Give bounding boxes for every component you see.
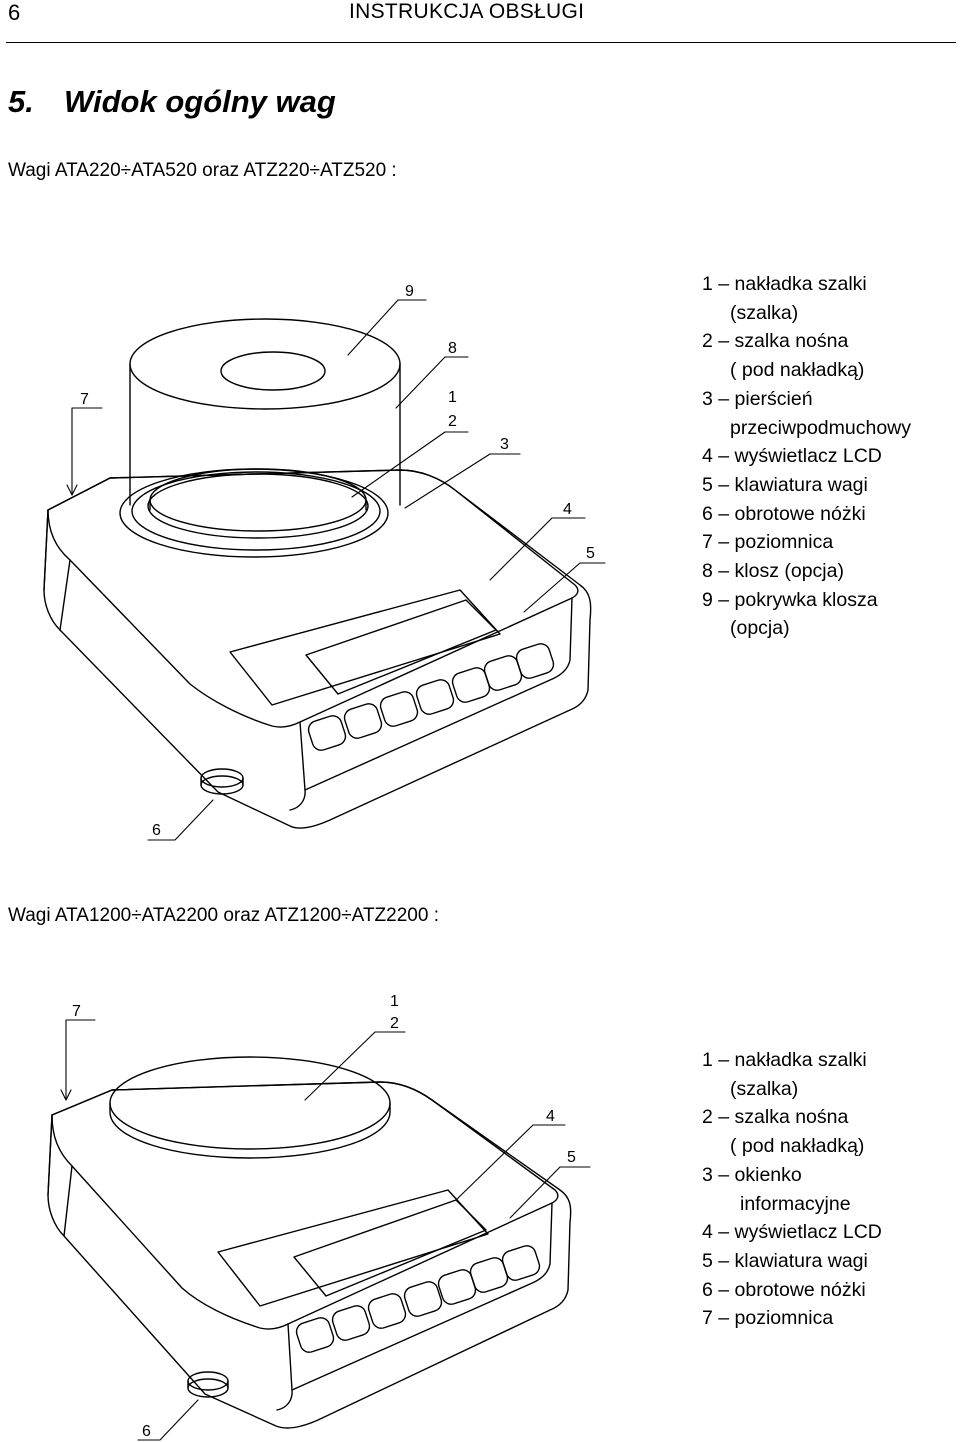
callout-6-b: 6: [142, 1423, 151, 1440]
legend-item: 7 – poziomnica: [702, 531, 834, 554]
callout-2: 2: [448, 413, 457, 430]
header-rule: [6, 42, 956, 43]
figure1-drawing: 9 8 1 2 3 7 4 5 6: [43, 283, 606, 841]
callout-6: 6: [152, 822, 161, 839]
legend-item: 4 – wyświetlacz LCD: [702, 1221, 882, 1244]
legend-item: informacyjne: [740, 1192, 851, 1215]
legend-item: (szalka): [730, 1077, 799, 1100]
legend-item: 8 – klosz (opcja): [702, 560, 844, 583]
legend-item: (szalka): [730, 301, 799, 324]
callout-5-b: 5: [567, 1149, 576, 1166]
callout-3: 3: [500, 436, 509, 453]
legend-item: 5 – klawiatura wagi: [702, 473, 868, 496]
callout-1-b: 1: [390, 993, 399, 1010]
dome-lid-1: [220, 351, 326, 391]
legend-item: 2 – szalka nośna: [702, 1106, 849, 1129]
keypad-1: [307, 643, 555, 751]
scale-deck-1: [47, 469, 579, 728]
callout-9: 9: [405, 283, 414, 300]
display-panel-1: [229, 589, 501, 706]
header-title: INSTRUKCJA OBSŁUGI: [349, 0, 585, 23]
section-number: 5.: [8, 84, 34, 119]
glass-dome-1: [129, 318, 401, 506]
callout-4: 4: [563, 501, 572, 518]
spirit-level-arrow-2: [60, 1089, 72, 1101]
figure1-legend: 1 – nakładka szalki (szalka) 2 – szalka …: [702, 270, 911, 643]
display-panel-2: [217, 1189, 489, 1307]
leader-lines-1: [71, 299, 606, 841]
keypad-2: [295, 1245, 541, 1353]
callout-1: 1: [448, 389, 457, 406]
page-header: 6 INSTRUKCJA OBSŁUGI: [0, 0, 960, 46]
legend-item: 6 – obrotowe nóżki: [702, 502, 866, 525]
legend-item: ( pod nakładką): [730, 359, 865, 382]
figure2-caption: Wagi ATA1200÷ATA2200 oraz ATZ1200÷ATZ220…: [8, 905, 439, 926]
callout-7: 7: [80, 391, 89, 408]
legend-item: 3 – okienko: [702, 1163, 802, 1186]
weighing-pan-2: [109, 1056, 391, 1159]
legend-item: 4 – wyświetlacz LCD: [702, 445, 882, 468]
callout-7-b: 7: [72, 1003, 81, 1020]
legend-item: 7 – poziomnica: [702, 1307, 834, 1330]
rotating-foot-1: [200, 768, 244, 795]
leader-lines-2: [65, 1019, 591, 1441]
scale-body-1: [43, 469, 592, 829]
legend-item: 3 – pierścień: [702, 387, 813, 410]
legend-item: 1 – nakładka szalki: [702, 1049, 867, 1071]
page-number: 6: [8, 0, 21, 25]
section-title: 5. Widok ogólny wag: [8, 84, 336, 120]
callout-2-b: 2: [390, 1015, 399, 1032]
figure2-legend: 1 – nakładka szalki (szalka) 2 – szalka …: [702, 1046, 882, 1333]
callout-4-b: 4: [546, 1108, 555, 1125]
legend-item: (opcja): [730, 617, 790, 640]
callout-8: 8: [448, 340, 457, 357]
legend-item: 1 – nakładka szalki: [702, 273, 867, 295]
figure1-caption: Wagi ATA220÷ATA520 oraz ATZ220÷ATZ520 :: [8, 160, 397, 181]
rotating-foot-2: [187, 1371, 229, 1398]
legend-item: 2 – szalka nośna: [702, 330, 849, 353]
section-title-text: Widok ogólny wag: [64, 84, 336, 119]
legend-item: 6 – obrotowe nóżki: [702, 1278, 866, 1301]
figure2-drawing: 7 1 2 4 5 6: [47, 993, 591, 1441]
spirit-level-arrow-1: [66, 484, 78, 496]
weighing-pan-1: [149, 468, 367, 532]
legend-item: przeciwpodmuchowy: [730, 416, 911, 439]
legend-item: 5 – klawiatura wagi: [702, 1249, 868, 1272]
legend-item: 9 – pokrywka klosza: [702, 588, 878, 611]
callout-5: 5: [586, 545, 595, 562]
legend-item: ( pod nakładką): [730, 1135, 865, 1158]
